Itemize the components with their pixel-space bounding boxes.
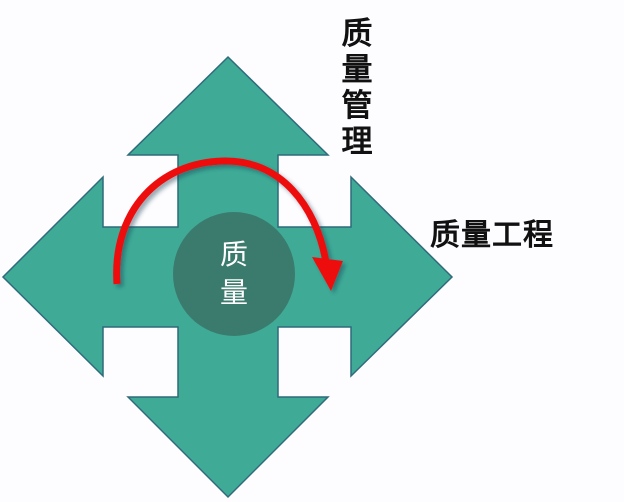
clockwise-rotation-arrow [113,157,343,291]
label-char: 理 [341,124,373,160]
label-char: 质 [341,16,373,52]
rotation-arrowhead-icon [312,257,343,291]
label-char: 管 [341,88,373,124]
center-circle [173,212,295,336]
label-char: 量 [341,52,373,88]
center-label: 质 量 [204,236,264,312]
quality-management-label: 质 量 管 理 [337,16,377,160]
center-label-char: 质 [219,238,248,271]
quality-engineering-label: 质量工程 [430,218,554,253]
rotation-arc [113,157,330,285]
center-label-char: 量 [219,276,248,309]
